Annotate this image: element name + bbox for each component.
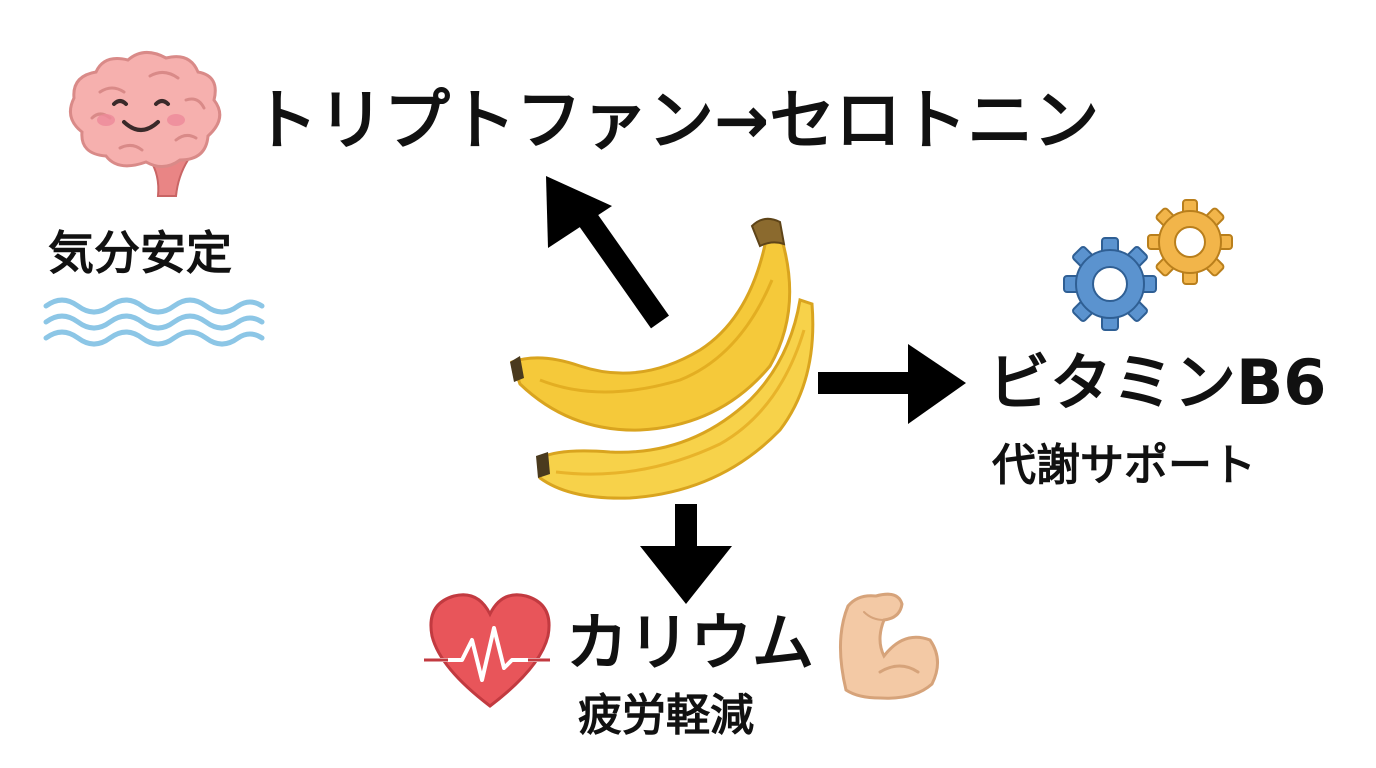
vitamin-b6-label: ビタミンB6	[988, 346, 1327, 419]
gears-icon	[1063, 199, 1233, 331]
fatigue-label: 疲労軽減	[578, 690, 754, 741]
muscle-icon	[839, 592, 939, 700]
tryptophan-label: トリプトファン→セロトニン	[252, 82, 1100, 159]
arrow-to-vitamin-b6	[818, 344, 966, 424]
banana-icon	[510, 217, 815, 500]
arrow-to-tryptophan	[546, 176, 669, 329]
mood-label: 気分安定	[48, 226, 232, 280]
arrow-to-potassium	[640, 504, 732, 604]
potassium-label: カリウム	[566, 606, 815, 679]
brain-icon	[68, 51, 222, 197]
metabolism-label: 代謝サポート	[992, 440, 1256, 491]
waves-icon	[43, 297, 265, 347]
heart-icon	[424, 593, 551, 708]
